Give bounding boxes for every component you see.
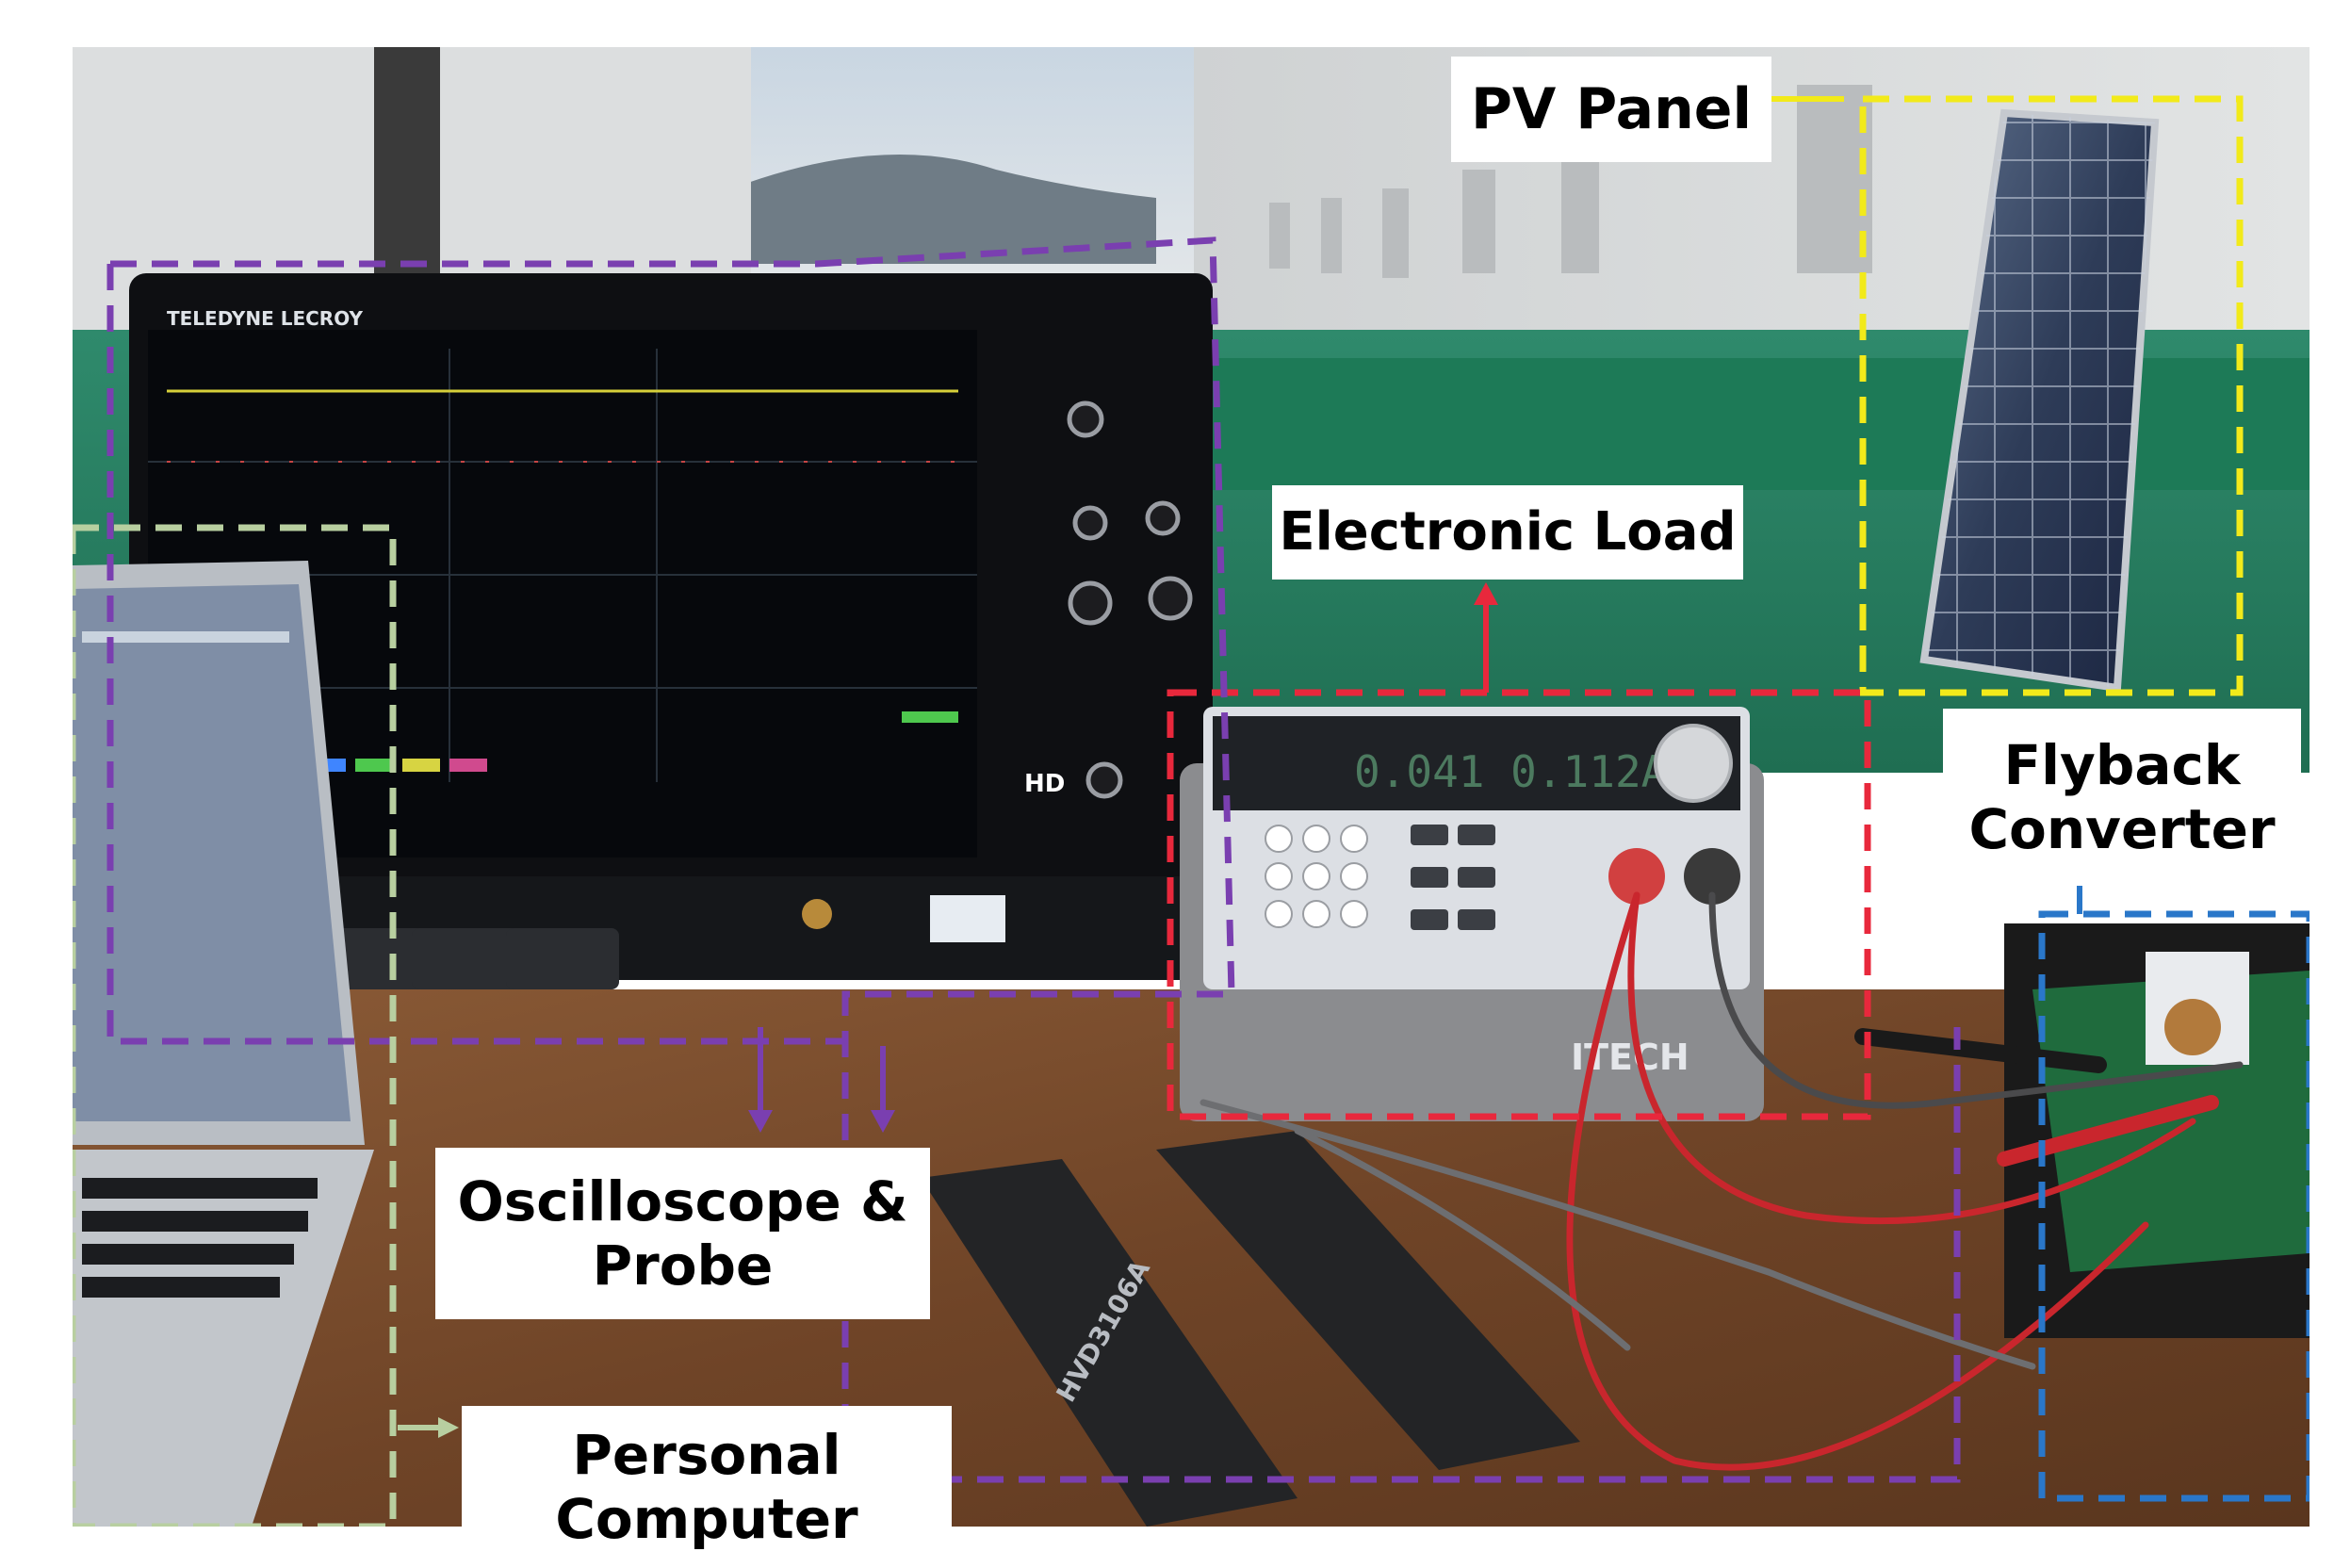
load-display-text: 0.041 0.112A: [1354, 746, 1667, 797]
flyback-board: [2004, 923, 2310, 1338]
personal-computer-label: Personal Computer: [462, 1406, 952, 1568]
electronic-load: 0.041 0.112A ITECH: [1180, 707, 1764, 1121]
lab-photo: TELEDYNE LECROY HD 0.041 0.112A: [73, 47, 2310, 1527]
laptop: [73, 561, 374, 1527]
wall-green-base: [1194, 358, 2310, 490]
pv-panel-label: PV Panel: [1451, 57, 1771, 162]
pv-panel-box: [1859, 95, 2244, 696]
scope-brand-text: TELEDYNE LECROY: [167, 307, 363, 330]
oscilloscope-box: [110, 237, 1961, 1483]
flyback-converter-box: [2038, 910, 2310, 1502]
pv-panel: [1919, 108, 2160, 693]
scope-hd-badge: HD: [1024, 770, 1065, 798]
mountains: [732, 155, 1156, 264]
oscilloscope: TELEDYNE LECROY HD: [129, 273, 1213, 989]
electronic-load-label: Electronic Load: [1272, 485, 1743, 580]
oscilloscope-box-left: [106, 264, 845, 1045]
oscilloscope-probe-label: Oscilloscope & Probe: [435, 1148, 930, 1319]
scope-knobs: [1067, 400, 1193, 799]
electronic-load-box: [1167, 689, 1871, 1120]
differential-probes: HVD3106A: [921, 1131, 1580, 1527]
flyback-converter-label: Flyback Converter: [1943, 709, 2301, 886]
